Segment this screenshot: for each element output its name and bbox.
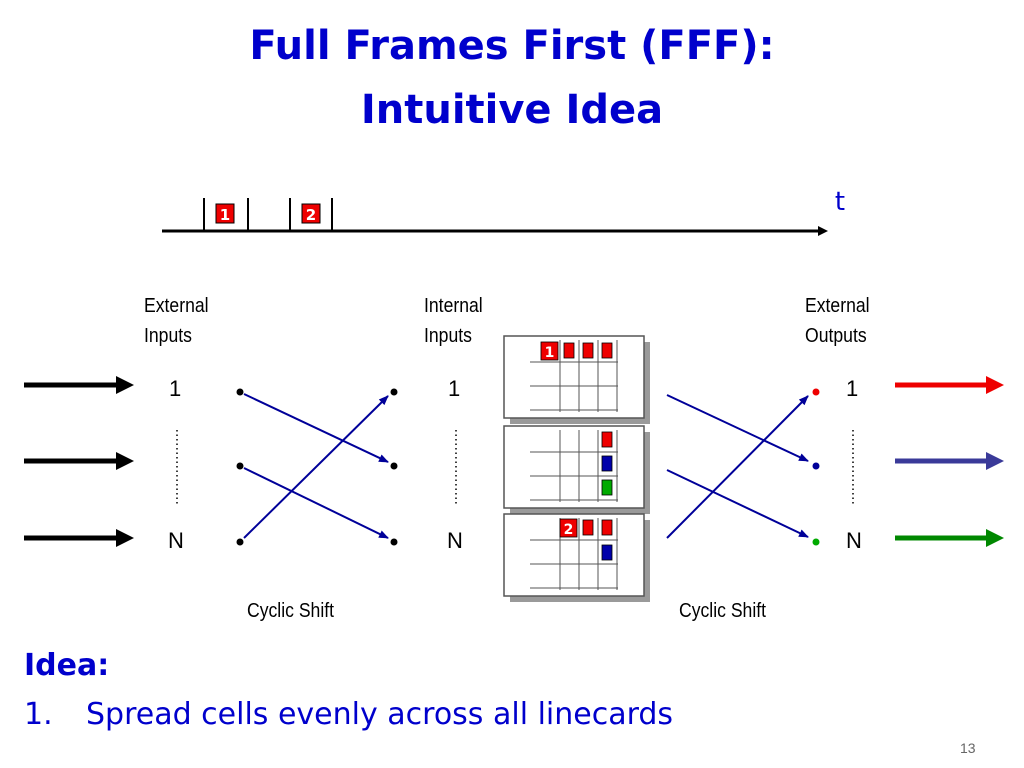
page-number: 13	[960, 740, 976, 756]
linecard-3-cell-blue	[601, 544, 613, 561]
first-crossbar	[236, 388, 398, 546]
linecard-1-cell-frame-1	[540, 341, 559, 361]
linecard-2-cell-blue	[601, 455, 613, 472]
time-axis-label: t	[835, 187, 845, 217]
frame-2-cell-label: 2	[306, 206, 316, 224]
linecard-2-body	[503, 425, 645, 509]
idea-list-item: 1. Spread cells evenly across all linecar…	[24, 697, 673, 732]
linecard-1-cell-red-2	[582, 342, 594, 359]
internal-inputs-label-line-1: Internal	[424, 295, 483, 317]
internal-input-port-1: 1	[448, 376, 461, 401]
output-arrowhead-blue-icon	[986, 452, 1004, 470]
second-cyclic-shift-label: Cyclic Shift	[679, 600, 767, 622]
linecard-3: 2	[503, 513, 650, 602]
external-input-port-1: 1	[169, 376, 182, 401]
input-arrowhead-2-icon	[116, 452, 134, 470]
linecard-1-cell-frame-1-label: 1	[545, 345, 555, 361]
linecard-1-cell-red-1	[563, 342, 575, 359]
output-arrowhead-red-icon	[986, 376, 1004, 394]
crossbar1-input-dot-1	[236, 388, 244, 396]
crossbar1-output-dot-2	[390, 462, 398, 470]
external-input-port-n: N	[168, 528, 184, 553]
crossbar1-output-dot-3	[390, 538, 398, 546]
linecard-3-cell-frame-2	[559, 518, 578, 538]
idea-item-number: 1.	[24, 697, 53, 732]
idea-item-text: Spread cells evenly across all linecards	[86, 697, 674, 732]
external-inputs-label-line-2: Inputs	[144, 325, 192, 347]
external-output-port-n: N	[846, 528, 862, 553]
linecards: 1	[503, 335, 650, 602]
crossbar1-output-dot-1	[390, 388, 398, 396]
crossbar2-link-1	[666, 394, 809, 462]
crossbar2-output-dot-3	[812, 538, 820, 546]
linecard-2-cell-green	[601, 479, 613, 496]
crossbar2-link-3	[666, 395, 809, 539]
frame-1-cell-label: 1	[220, 206, 230, 224]
linecard-1: 1	[503, 335, 650, 424]
crossbar1-link-3	[243, 395, 389, 539]
output-arrows	[895, 376, 1004, 547]
linecard-2-cell-red	[601, 431, 613, 448]
output-arrowhead-green-icon	[986, 529, 1004, 547]
slide-title-line-1: Full Frames First (FFF):	[249, 23, 775, 69]
crossbar2-output-dot-2	[812, 462, 820, 470]
input-arrowhead-3-icon	[116, 529, 134, 547]
linecard-1-cell-red-3	[601, 342, 613, 359]
linecard-2	[503, 425, 650, 514]
crossbar2-link-2	[666, 469, 809, 538]
frame-2-cell	[301, 203, 321, 224]
linecard-3-cell-frame-2-label: 2	[564, 522, 574, 538]
idea-heading: Idea:	[24, 648, 110, 683]
external-outputs-label-line-1: External	[805, 295, 870, 317]
internal-input-port-n: N	[447, 528, 463, 553]
internal-inputs-label-line-2: Inputs	[424, 325, 472, 347]
second-crossbar	[666, 388, 820, 546]
crossbar1-input-dot-3	[236, 538, 244, 546]
crossbar2-output-dot-1	[812, 388, 820, 396]
external-inputs-label-line-1: External	[144, 295, 209, 317]
crossbar1-input-dot-2	[236, 462, 244, 470]
linecard-3-cell-red-2	[601, 519, 613, 536]
input-arrows	[24, 376, 134, 547]
external-output-port-1: 1	[846, 376, 859, 401]
crossbar1-link-1	[243, 393, 389, 463]
linecard-3-cell-red	[582, 519, 594, 536]
slide-title-line-2: Intuitive Idea	[360, 87, 664, 133]
timeline-arrowhead-icon	[818, 226, 828, 236]
timeline: 1 2 t	[162, 187, 845, 236]
external-outputs-label-line-2: Outputs	[805, 325, 867, 347]
crossbar1-link-2	[243, 467, 389, 539]
input-arrowhead-1-icon	[116, 376, 134, 394]
first-cyclic-shift-label: Cyclic Shift	[247, 600, 335, 622]
frame-1-cell	[215, 203, 235, 224]
